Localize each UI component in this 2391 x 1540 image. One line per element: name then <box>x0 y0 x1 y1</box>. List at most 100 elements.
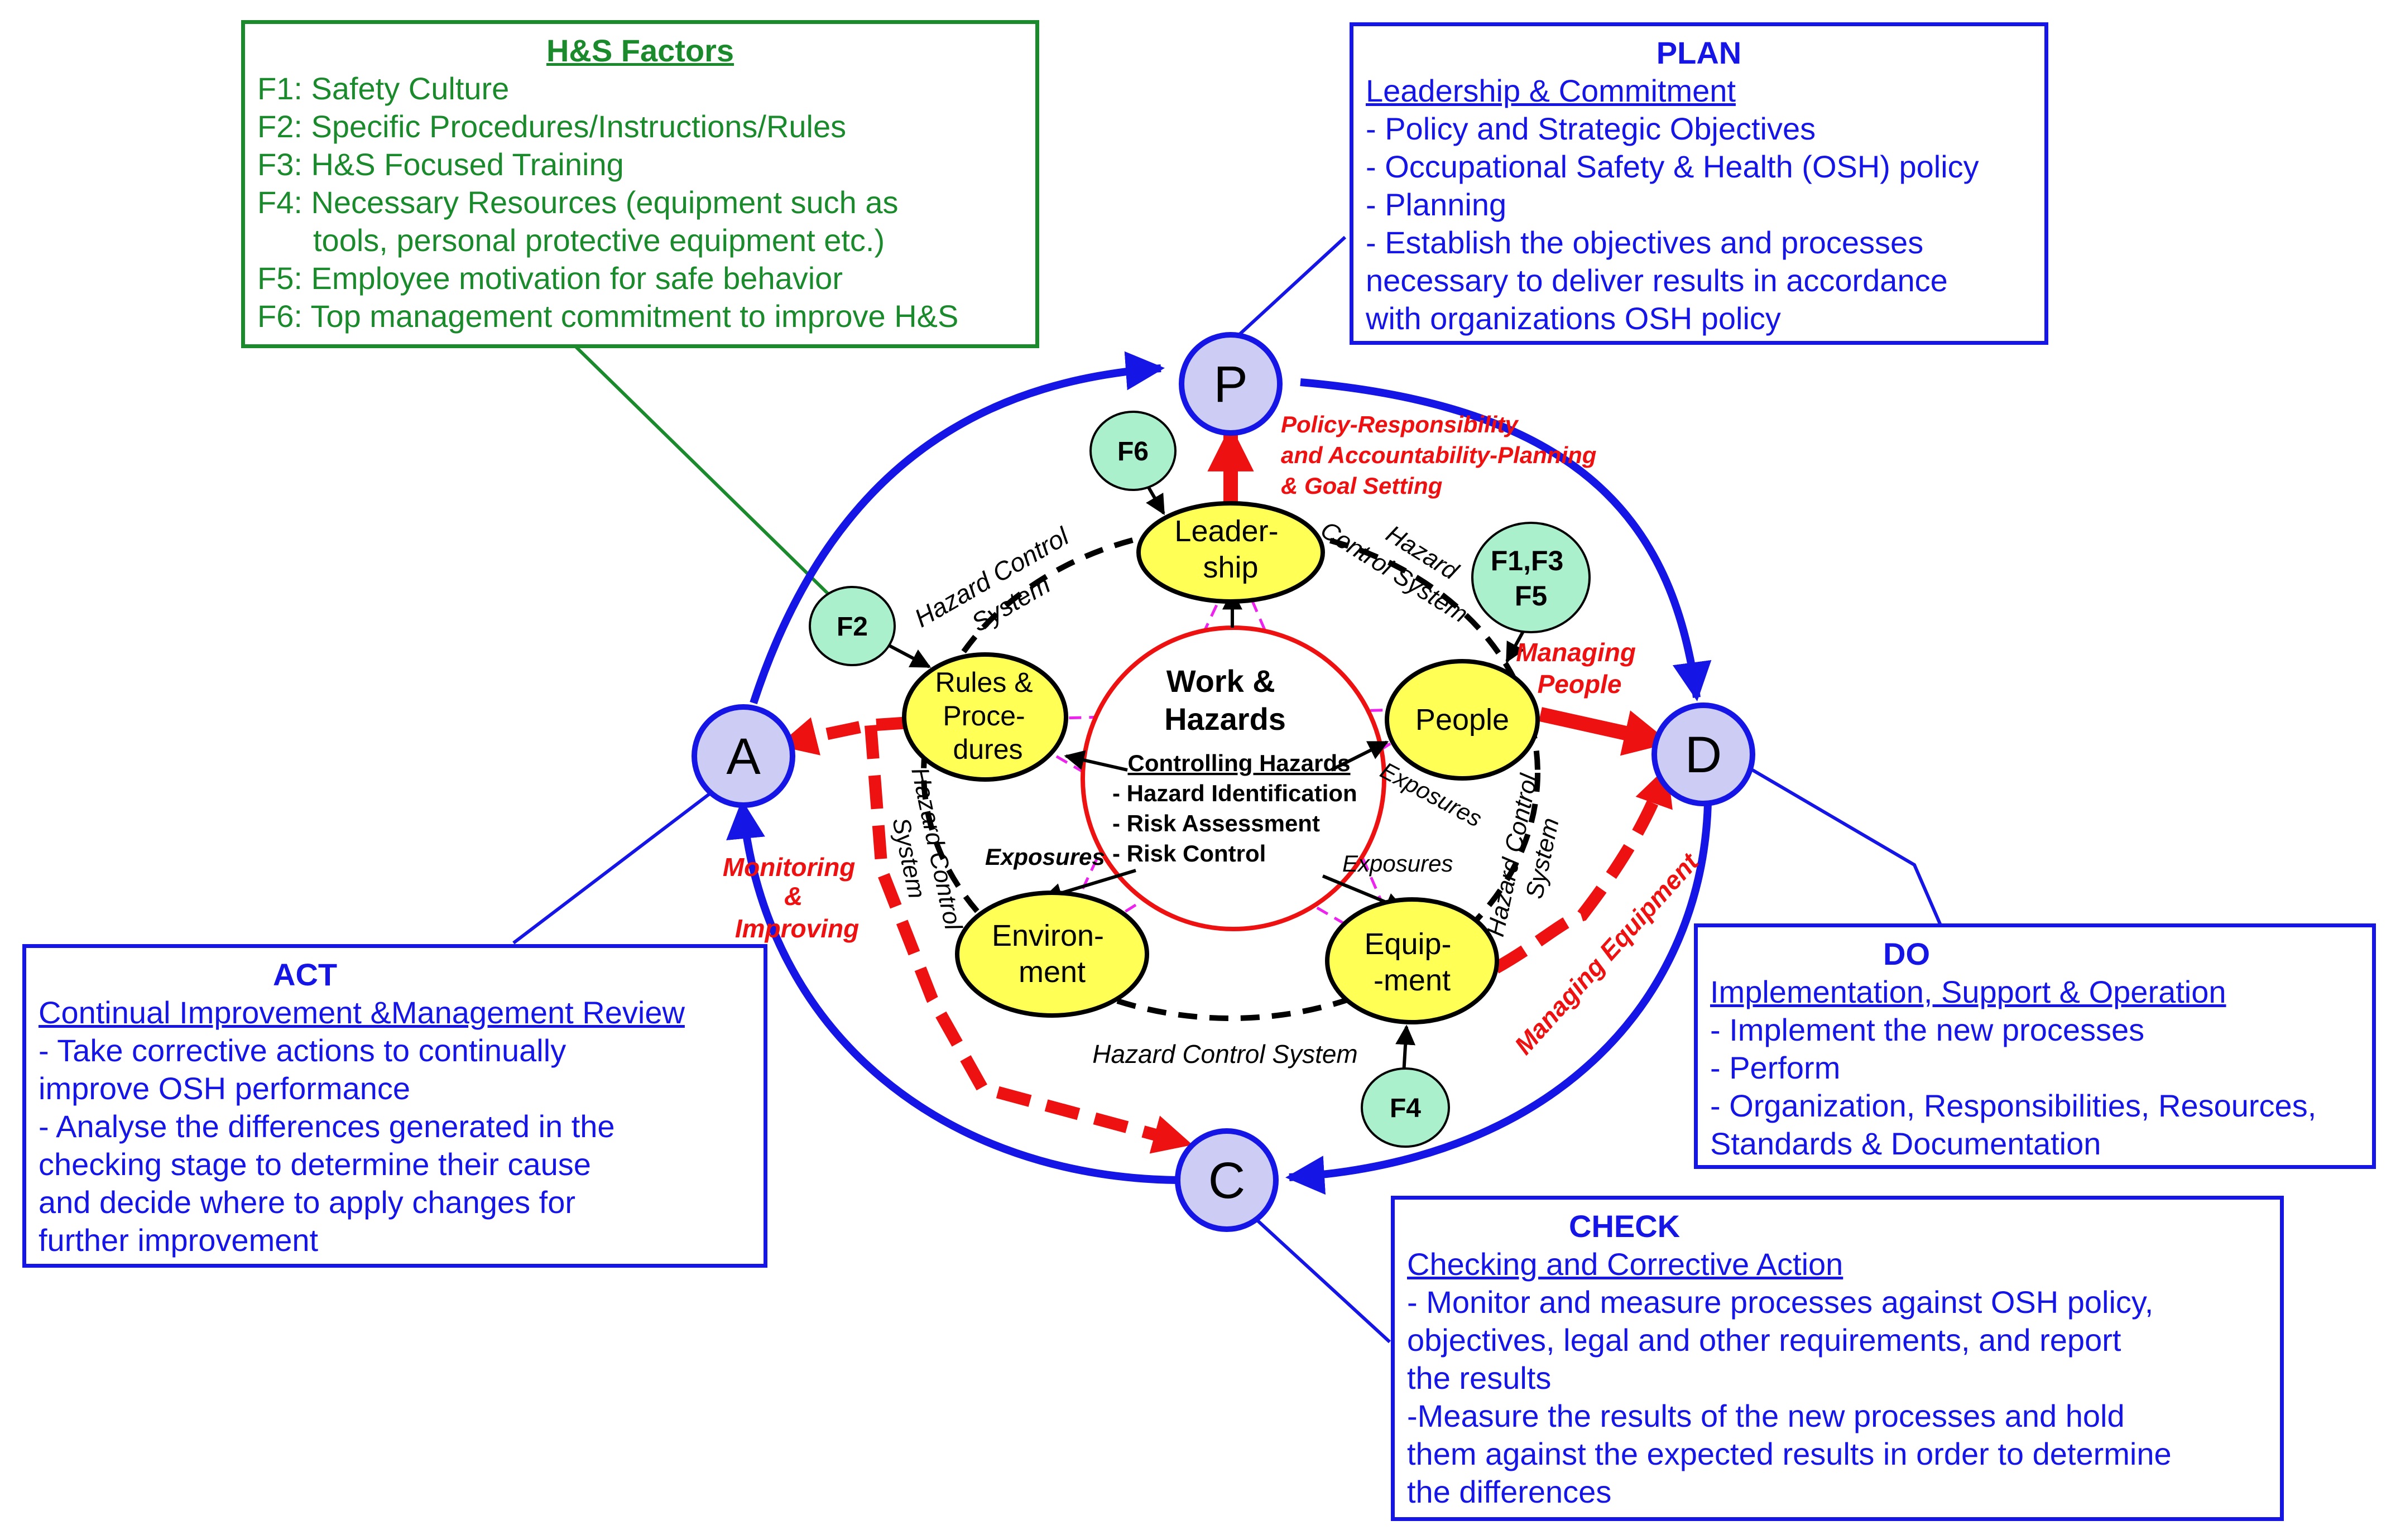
hs-factors-title: H&S Factors <box>546 33 734 68</box>
do-item: - Perform <box>1710 1050 1841 1085</box>
do-item: - Implement the new processes <box>1710 1012 2145 1047</box>
svg-text:C: C <box>1208 1152 1245 1209</box>
hs-factor-item: F4: Necessary Resources (equipment such … <box>257 185 899 220</box>
svg-text:F1,F3 F5: F1,F3 F5 <box>1491 545 1572 612</box>
pdca-c-node: C <box>1175 1128 1279 1232</box>
check-subtitle: Checking and Corrective Action <box>1407 1247 1843 1282</box>
plan-item: - Establish the objectives and processes <box>1366 225 1924 260</box>
hcs-label-right: Hazard Control System <box>1482 765 1574 945</box>
act-item: checking stage to determine their cause <box>39 1147 591 1182</box>
hcs-label-bottom: Hazard Control System <box>1092 1040 1358 1069</box>
rules-to-act-arrow <box>777 716 910 755</box>
svg-text:Rules & Proce- dur: Rules & Proce- dures <box>935 667 1041 765</box>
svg-text:F2: F2 <box>837 612 868 642</box>
cycle-d-to-c-arrow <box>1285 803 1712 1195</box>
rules-to-check-arrow <box>865 725 1193 1154</box>
act-item: improve OSH performance <box>39 1071 411 1106</box>
cycle-c-to-a-arrow <box>726 800 1178 1184</box>
act-item: - Take corrective actions to continually <box>39 1033 566 1068</box>
controlling-hazards-list: - Hazard Identification - Risk Assessmen… <box>1112 780 1363 867</box>
act-connector <box>512 791 713 945</box>
plan-item: - Policy and Strategic Objectives <box>1366 111 1816 146</box>
hcs-label-top-left: Hazard Control System <box>910 518 1096 661</box>
do-title: DO <box>1883 936 1930 971</box>
check-title: CHECK <box>1569 1209 1681 1244</box>
svg-text:F4: F4 <box>1390 1094 1421 1123</box>
policy-responsibility-label: Policy-Responsibility and Accountability… <box>1281 411 1603 499</box>
svg-text:Equip- -ment: Equip- -ment <box>1364 927 1459 997</box>
equipment-to-do-arrow <box>1492 766 1673 974</box>
factor-bubble-f6: F6 <box>1089 411 1177 491</box>
hs-factors-connector <box>568 339 842 607</box>
pdca-d-node: D <box>1651 702 1755 806</box>
plan-item: necessary to deliver results in accordan… <box>1366 263 1948 298</box>
act-subtitle: Continual Improvement &Management Review <box>39 995 685 1030</box>
plan-item: with organizations OSH policy <box>1366 301 1781 336</box>
controlling-hazards-heading: Controlling Hazards <box>1127 750 1350 776</box>
check-item: the differences <box>1407 1474 1612 1509</box>
node-leadership: Leader- ship <box>1136 501 1325 604</box>
act-title: ACT <box>273 957 338 992</box>
factor-bubble-f4: F4 <box>1361 1067 1450 1148</box>
node-people: People <box>1385 659 1540 781</box>
svg-text:A: A <box>726 728 761 785</box>
plan-title: PLAN <box>1656 35 1742 70</box>
svg-text:People: People <box>1415 703 1509 737</box>
exposures-label-right-lower: Exposures <box>1342 850 1453 877</box>
pdca-a-node: A <box>692 704 795 808</box>
hs-factor-item: F6: Top management commitment to improve… <box>257 299 959 334</box>
hs-factor-item: F3: H&S Focused Training <box>257 147 624 182</box>
do-item: Standards & Documentation <box>1710 1126 2101 1161</box>
act-box: ACT Continual Improvement &Management Re… <box>22 944 767 1268</box>
check-item: them against the expected results in ord… <box>1407 1436 2172 1471</box>
check-item: the results <box>1407 1360 1552 1395</box>
check-item: -Measure the results of the new processe… <box>1407 1398 2125 1433</box>
node-environment: Environ- ment <box>955 891 1149 1018</box>
hazard-control-system-ring <box>921 524 1540 1021</box>
managing-people-label: Managing People <box>1516 638 1643 699</box>
act-item: - Analyse the differences generated in t… <box>39 1109 615 1144</box>
hs-factor-item: F5: Employee motivation for safe behavio… <box>257 261 843 296</box>
cycle-a-to-p-arrow <box>750 351 1165 705</box>
do-subtitle: Implementation, Support & Operation <box>1710 974 2226 1009</box>
center-to-people-arrow <box>1330 740 1389 772</box>
hcs-label-left: Hazard Control System <box>877 765 968 945</box>
svg-text:Environ- ment: Environ- ment <box>992 919 1112 989</box>
f135-arrow <box>1505 629 1525 663</box>
plan-item: - Occupational Safety & Health (OSH) pol… <box>1366 149 1979 184</box>
do-connector <box>1751 768 1944 930</box>
do-box: DO Implementation, Support & Operation -… <box>1694 923 2376 1169</box>
factor-bubble-f2: F2 <box>809 586 896 666</box>
cycle-p-to-d-arrow <box>1300 378 1712 701</box>
plan-item: - Planning <box>1366 187 1507 222</box>
hs-factor-item: F2: Specific Procedures/Instructions/Rul… <box>257 109 847 144</box>
check-box: CHECK Checking and Corrective Action - M… <box>1391 1196 2284 1521</box>
plan-connector <box>1237 235 1347 336</box>
act-item: further improvement <box>39 1223 319 1258</box>
factor-bubble-f1-f3-f5: F1,F3 F5 <box>1471 522 1591 633</box>
node-rules-procedures: Rules & Proce- dures <box>902 652 1068 782</box>
do-item: - Organization, Responsibilities, Resour… <box>1710 1088 2317 1123</box>
hs-factors-box: H&S Factors F1: Safety Culture F2: Speci… <box>241 20 1039 348</box>
plan-box: PLAN Leadership & Commitment - Policy an… <box>1350 22 2048 345</box>
check-item: - Monitor and measure processes against … <box>1407 1284 2154 1320</box>
monitoring-improving-label: Monitoring & Improving <box>723 853 862 943</box>
svg-text:D: D <box>1685 726 1722 783</box>
hs-factor-item: tools, personal protective equipment etc… <box>313 223 885 258</box>
exposures-label-left: Exposures <box>985 844 1105 870</box>
people-to-do-arrow <box>1539 707 1671 756</box>
center-to-rules-arrow <box>1064 750 1128 772</box>
check-item: objectives, legal and other requirements… <box>1407 1322 2121 1358</box>
svg-text:F6: F6 <box>1117 437 1149 466</box>
f4-arrow <box>1395 1024 1416 1075</box>
node-equipment: Equip- -ment <box>1325 897 1499 1024</box>
plan-subtitle: Leadership & Commitment <box>1366 73 1736 108</box>
svg-text:Leader- ship: Leader- ship <box>1174 514 1286 584</box>
work-hazards-title: Work & Hazards <box>1164 663 1286 737</box>
svg-text:P: P <box>1213 356 1247 413</box>
pdca-p-node: P <box>1179 332 1283 436</box>
check-connector <box>1251 1215 1391 1344</box>
act-item: and decide where to apply changes for <box>39 1185 575 1220</box>
hs-factor-item: F1: Safety Culture <box>257 71 510 106</box>
